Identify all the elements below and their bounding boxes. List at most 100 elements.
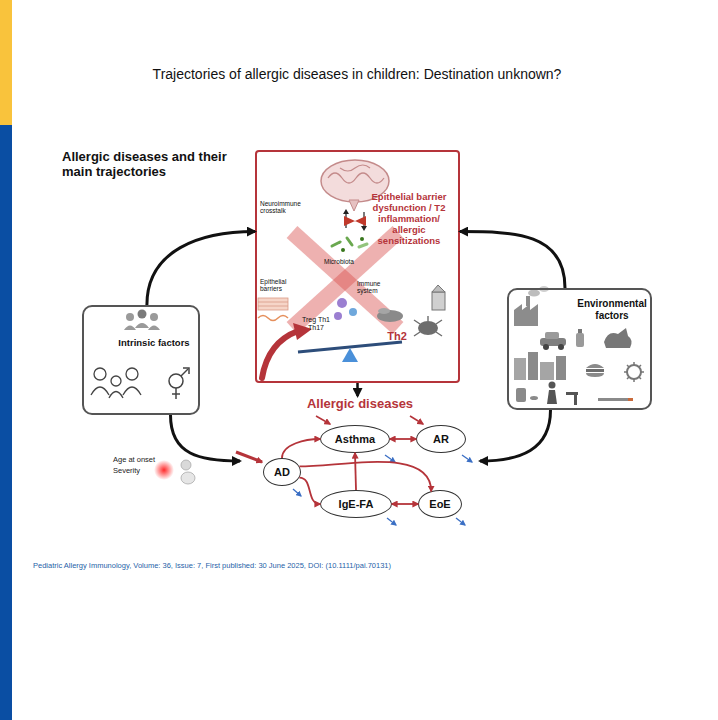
- balance-seesaw: [342, 348, 358, 362]
- influence-arrow: [356, 383, 359, 396]
- environment-icons: [627, 365, 641, 379]
- intrinsic-icons: [150, 313, 158, 321]
- trajectory-ticks: [387, 518, 396, 525]
- trajectory-arrow: [282, 439, 320, 458]
- epithelial-barrier-icon: [258, 306, 288, 307]
- influence-arrow: [460, 232, 565, 288]
- microbiota-icon: [359, 244, 367, 247]
- annotation: Age at onset: [113, 456, 173, 465]
- trajectory-ticks: [456, 518, 465, 525]
- microbiota-icon: [332, 237, 367, 252]
- accent-bar: [0, 0, 12, 720]
- microbiota-icon: [347, 238, 352, 245]
- environment-icons: [604, 328, 632, 348]
- intrinsic-icons: [109, 392, 123, 399]
- intrinsic-icons: [181, 369, 188, 376]
- node-label: IgE-FA: [339, 498, 374, 511]
- environment-icons: [540, 362, 554, 380]
- environment-icons: [574, 395, 577, 405]
- intrinsic-icons: [126, 313, 134, 321]
- microbiota-icon: [341, 248, 345, 252]
- onset-indicator: [154, 460, 195, 484]
- allergen-icons: [377, 285, 445, 336]
- accent-bar: [0, 0, 12, 125]
- intrinsic-icons: [123, 387, 141, 395]
- accent-bar: [0, 125, 12, 720]
- intrinsic-icons: [91, 310, 189, 400]
- environment-icons: [598, 398, 628, 401]
- disease-ellipse: AD: [263, 458, 301, 486]
- allergen-icons: [414, 316, 442, 336]
- crosstalk-symbol: [343, 209, 349, 214]
- mechanism-box: Neuroimmune crosstalkMicrobiotaEpithelia…: [255, 150, 460, 383]
- box-heading: Environmental factors: [575, 298, 649, 321]
- influence-arrow: [171, 415, 241, 461]
- part-name: Immune system: [357, 280, 397, 295]
- factor-box: Environmental factors: [507, 288, 652, 410]
- trajectory-ticks: [236, 452, 262, 462]
- allergen-icons: [418, 321, 438, 335]
- intrinsic-icons: [94, 368, 106, 380]
- environment-icons: [528, 352, 538, 380]
- environment-icons: [586, 369, 604, 372]
- part-name: Neuroimmune crosstalk: [260, 200, 306, 215]
- node-label: EoE: [429, 498, 450, 511]
- epithelial-barrier-icon: [258, 298, 288, 321]
- panel-heading: Allergic diseases and their main traject…: [62, 150, 230, 180]
- environment-icons: [549, 382, 556, 389]
- part-name: Th2: [381, 330, 413, 343]
- intrinsic-icons: [124, 323, 160, 330]
- annotation: Severity: [113, 467, 173, 476]
- part-name: Microbiota: [317, 258, 361, 265]
- trajectory-arrow: [390, 438, 416, 440]
- brain-icon: [328, 173, 384, 183]
- trajectory-ticks: [462, 455, 472, 462]
- trajectory-arrow: [355, 453, 356, 490]
- allergen-icons: [432, 292, 445, 310]
- immune-cells-icon: [334, 312, 342, 320]
- box-heading: Epithelial barrier dysfunction / T2 infl…: [361, 192, 457, 247]
- environment-icons: [545, 332, 559, 339]
- immune-cells-icon: [349, 308, 357, 316]
- crosstalk-symbol: [343, 209, 367, 231]
- node-label: AD: [274, 466, 290, 479]
- factor-box: Intrinsic factors: [82, 305, 200, 415]
- trajectory-ticks: [316, 416, 330, 424]
- environment-icons: [558, 344, 564, 350]
- big-red-cross: [292, 232, 398, 328]
- big-red-cross: [292, 232, 398, 328]
- trajectory-arrow: [392, 503, 418, 505]
- environment-icons: [514, 358, 526, 380]
- environment-icons: [566, 392, 578, 395]
- environment-icons: [516, 388, 526, 402]
- intrinsic-icons: [91, 387, 109, 395]
- brain-icon: [349, 200, 359, 211]
- microbiota-icon: [332, 242, 340, 246]
- environment-icons: [556, 356, 566, 380]
- intrinsic-icons: [126, 368, 138, 380]
- disease-ellipse: EoE: [418, 490, 462, 518]
- node-label: AR: [433, 433, 449, 446]
- environment-icons: [578, 329, 582, 333]
- intrinsic-icons: [169, 374, 183, 388]
- microbiota-icon: [360, 237, 364, 241]
- trajectory-ticks: [385, 455, 395, 462]
- environment-icons: [528, 290, 540, 297]
- brain-icon: [340, 165, 370, 171]
- box-heading: Intrinsic factors: [110, 338, 198, 349]
- red-swoosh-arrow: [262, 331, 298, 378]
- environment-icons: [624, 362, 644, 382]
- trajectory-arrow: [299, 478, 320, 504]
- part-name: Treg Th1 Th17: [299, 316, 333, 332]
- immune-cells-icon: [334, 298, 357, 320]
- epithelial-barrier-icon: [258, 316, 288, 321]
- disease-ellipse: Asthma: [320, 425, 390, 453]
- part-name: Epithelial barriers: [260, 278, 300, 293]
- disease-group: Allergic diseasesAsthmaARADIgE-FAEoE: [240, 396, 480, 526]
- epithelial-barrier-icon: [258, 302, 288, 303]
- page-title: Trajectories of allergic diseases in chi…: [12, 66, 702, 82]
- trajectory-ticks: [410, 416, 423, 424]
